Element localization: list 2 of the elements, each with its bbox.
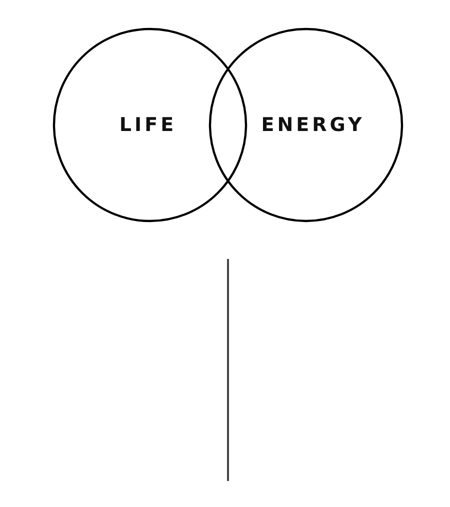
circle-label: LIFE xyxy=(119,114,177,136)
circle-label: ENERGY xyxy=(261,114,365,136)
